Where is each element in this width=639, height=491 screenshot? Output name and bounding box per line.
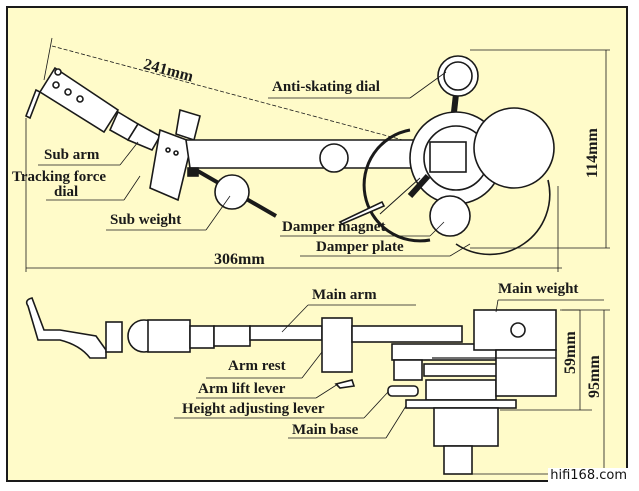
dimension-95mm: 95mm: [586, 355, 603, 398]
dimension-59mm: 59mm: [562, 331, 579, 374]
label-arm-rest: Arm rest: [228, 358, 286, 374]
label-tracking-force-dial-2: dial: [54, 184, 79, 200]
watermark: hifi168.com: [548, 468, 629, 483]
top-leader-lines: [38, 71, 471, 257]
headshell-side: [25, 297, 107, 359]
sub-weight: [214, 174, 250, 210]
label-height-adjusting-lever: Height adjusting lever: [182, 401, 325, 417]
damper-magnet-rod: [379, 177, 421, 215]
label-tracking-force-dial-1: Tracking force: [12, 169, 107, 185]
arm-rest: [213, 325, 251, 347]
main-base-column: [433, 407, 499, 447]
label-damper-plate: Damper plate: [316, 239, 404, 255]
label-main-weight: Main weight: [498, 281, 579, 297]
main-arm-top: [185, 139, 441, 169]
damper-magnet: [338, 200, 386, 225]
label-main-arm: Main arm: [312, 287, 377, 303]
sub-arm: [126, 122, 162, 152]
stylus-finger: [24, 88, 42, 120]
dimension-line-241: [51, 45, 441, 151]
height-adjusting-lever: [387, 385, 419, 397]
label-damper-magnet: Damper magnet: [282, 219, 386, 235]
label-main-base: Main base: [292, 422, 359, 438]
arm-rest-post: [321, 317, 353, 373]
arm-counter-disc: [319, 143, 349, 173]
headshell-hole: [54, 68, 62, 76]
label-anti-skating-dial: Anti-skating dial: [272, 79, 380, 95]
dimension-306mm: 306mm: [214, 251, 265, 268]
label-sub-weight: Sub weight: [110, 212, 182, 228]
label-arm-lift-lever: Arm lift lever: [198, 381, 286, 397]
main-weight-top: [473, 107, 555, 189]
main-base: [405, 399, 517, 409]
side-leader-lines: [174, 299, 604, 439]
anti-skating-arc: [362, 128, 431, 243]
arm-lift-lever: [334, 379, 356, 389]
sub-arm-side: [105, 321, 123, 353]
label-sub-arm: Sub arm: [44, 147, 100, 163]
side-view: [25, 297, 610, 475]
tracking-force-dial: [149, 128, 193, 202]
top-view: [24, 37, 610, 272]
dimension-114mm: 114mm: [584, 128, 601, 178]
